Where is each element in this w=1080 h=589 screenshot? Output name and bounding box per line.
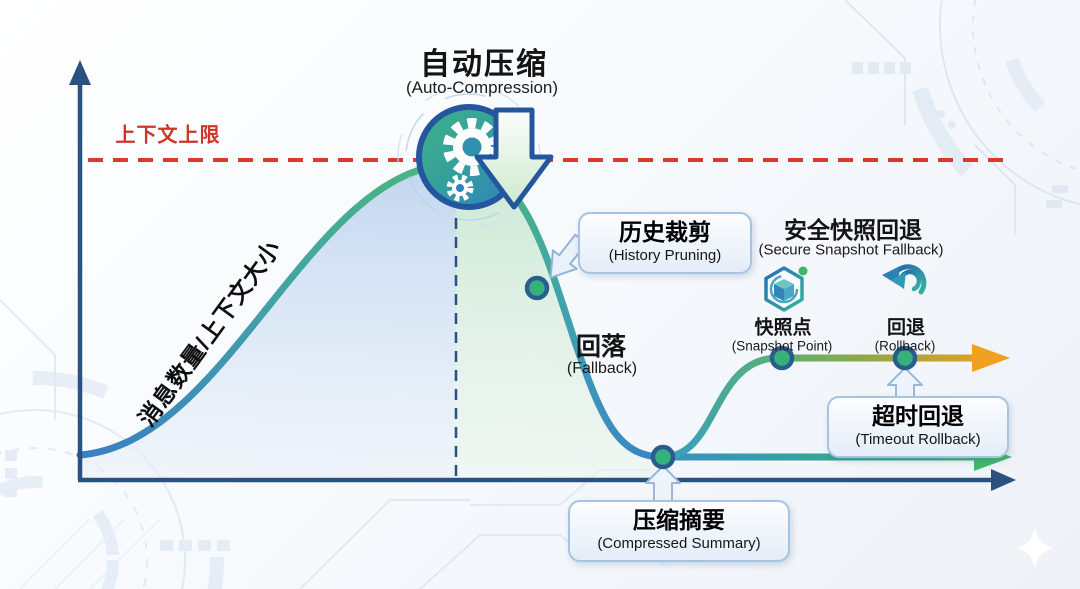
history-pruning-callout: 历史裁剪 (History Pruning) [578, 212, 752, 275]
timeout-rollback-en: (Timeout Rollback) [855, 430, 981, 448]
history-pruning-marker [524, 275, 550, 301]
small-gear-icon [446, 174, 474, 202]
fallback-label: 回落 [575, 333, 627, 361]
rollback-icon [882, 264, 927, 295]
secure-snapshot-heading: 安全快照回退 [784, 217, 922, 243]
down-arrow-icon [474, 107, 554, 210]
x-axis-arrowhead [991, 469, 1016, 491]
rollback-label-en: (Rollback) [874, 338, 936, 354]
compressed-summary-marker [650, 444, 676, 470]
snapshot-point-icon [764, 266, 808, 312]
rollback-label: 回退 [886, 317, 926, 339]
secure-snapshot-heading-en: (Secure Snapshot Fallback) [758, 241, 944, 259]
diagram-title-en: (Auto-Compression) [405, 78, 559, 97]
fallback-label-en: (Fallback) [566, 360, 638, 377]
snapshot-point-marker [769, 345, 795, 371]
circuit-decoration-top-right [844, 0, 1080, 244]
compressed-summary-zh: 压缩摘要 [633, 507, 725, 533]
curve-branch-up [659, 354, 782, 461]
y-axis-arrowhead [69, 60, 91, 85]
snapshot-point-label-en: (Snapshot Point) [731, 338, 833, 354]
compressed-summary-en: (Compressed Summary) [597, 534, 761, 552]
area-fill-left [80, 164, 456, 477]
diagram-title: 自动压缩 [420, 48, 548, 81]
compressed-summary-callout: 压缩摘要 (Compressed Summary) [568, 500, 790, 563]
rollback-marker [892, 345, 918, 371]
area-fill-right [456, 164, 663, 477]
snapshot-point-label: 快照点 [754, 317, 812, 339]
history-pruning-zh: 历史裁剪 [619, 219, 711, 245]
timeout-rollback-zh: 超时回退 [872, 403, 964, 429]
context-limit-label: 上下文上限 [115, 124, 221, 147]
history-pruning-en: (History Pruning) [608, 246, 722, 264]
curve-markers [524, 275, 918, 470]
curve-rise [76, 160, 460, 459]
auto-compression-icon [397, 85, 554, 229]
circuit-decoration-bottom-left [0, 299, 671, 589]
timeout-rollback-callout: 超时回退 (Timeout Rollback) [827, 396, 1009, 459]
upper-arrowhead [972, 344, 1010, 372]
sparkle-decoration [1017, 527, 1053, 569]
